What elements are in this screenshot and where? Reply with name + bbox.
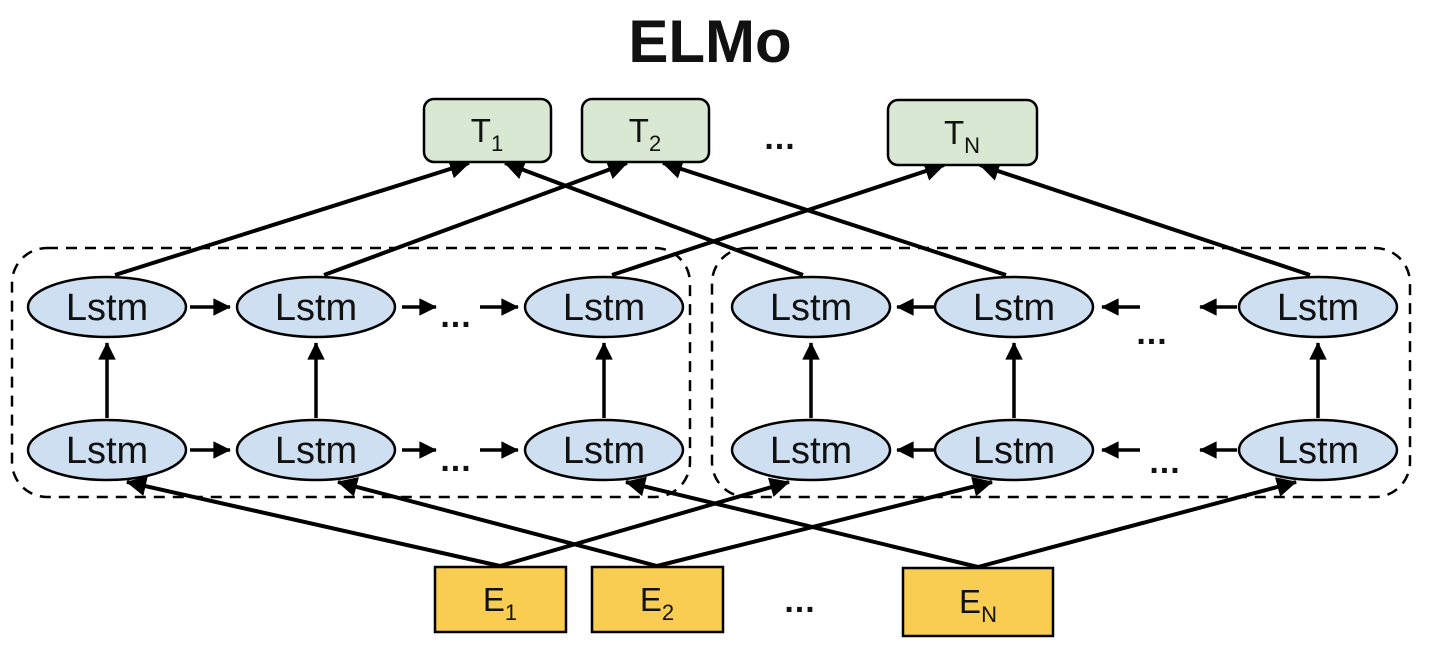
arrow-e1-to-backward1: [499, 477, 790, 568]
backward-lstm-top-3-label: Lstm: [1277, 287, 1359, 329]
arrow-forward3-to-tn: [611, 161, 945, 277]
forward-lstm-top-1-label: Lstm: [66, 287, 148, 329]
output-label-t2: T2: [629, 112, 661, 156]
diagram-title: ELMo: [628, 8, 791, 75]
backward-lstm-top-2-label: Lstm: [973, 287, 1055, 329]
arrow-backward1-to-t1: [504, 160, 804, 277]
embedding-label-e1: E1: [483, 581, 517, 625]
arrow-e2-to-forward2: [337, 477, 658, 568]
forward-lstm-top-3-label: Lstm: [563, 287, 645, 329]
backward-top-ellipsis: ...: [1136, 314, 1167, 352]
arrow-forward2-to-t2: [323, 160, 628, 277]
arrow-en-to-backward3: [977, 477, 1297, 569]
output-label-t1: T1: [471, 112, 503, 156]
output-box-tn: [886, 98, 1039, 167]
forward-lstm-top-1: [26, 275, 188, 339]
forward-bottom-ellipsis: ...: [440, 441, 471, 479]
embedding-row-ellipsis: ...: [784, 582, 815, 620]
forward-lstm-bottom-3-label: Lstm: [563, 430, 645, 472]
embedding-box-e1: [433, 565, 568, 634]
output-box-t2: [580, 97, 711, 164]
forward-top-ellipsis: ...: [440, 297, 471, 335]
backward-lstm-bottom-3-label: Lstm: [1277, 430, 1359, 472]
backward-lstm-top-3: [1237, 275, 1399, 339]
output-row-ellipsis: ...: [764, 119, 795, 157]
arrow-e1-to-forward1: [126, 476, 501, 568]
forward-lstm-bottom-1-label: Lstm: [66, 430, 148, 472]
arrow-e2-to-backward2: [656, 476, 993, 568]
backward-lstm-top-1: [730, 275, 892, 339]
output-label-tn: TN: [944, 114, 980, 158]
arrow-en-to-forward3: [625, 476, 979, 569]
arrow-forward1-to-t1: [114, 159, 470, 277]
backward-lstm-container: [710, 246, 1412, 499]
backward-lstm-top-1-label: Lstm: [770, 287, 852, 329]
arrow-backward2-to-t2: [662, 159, 1007, 277]
embedding-label-e2: E2: [640, 581, 674, 625]
embedding-box-e2: [590, 565, 725, 634]
forward-lstm-bottom-3: [523, 418, 685, 482]
embedding-label-en: EN: [959, 583, 997, 627]
forward-lstm-top-2-label: Lstm: [275, 287, 357, 329]
output-box-t1: [422, 97, 553, 164]
backward-lstm-bottom-1-label: Lstm: [770, 430, 852, 472]
backward-lstm-bottom-3: [1237, 418, 1399, 482]
backward-lstm-bottom-1: [730, 418, 892, 482]
arrow-backward3-to-tn: [979, 161, 1311, 277]
forward-lstm-bottom-1: [26, 418, 188, 482]
forward-lstm-top-3: [523, 275, 685, 339]
embedding-box-en: [901, 566, 1055, 638]
forward-lstm-top-2: [235, 275, 397, 339]
forward-lstm-bottom-2-label: Lstm: [275, 430, 357, 472]
forward-lstm-bottom-2: [235, 418, 397, 482]
backward-bottom-ellipsis: ...: [1149, 443, 1180, 481]
forward-lstm-container: [10, 246, 692, 499]
backward-lstm-bottom-2-label: Lstm: [973, 430, 1055, 472]
